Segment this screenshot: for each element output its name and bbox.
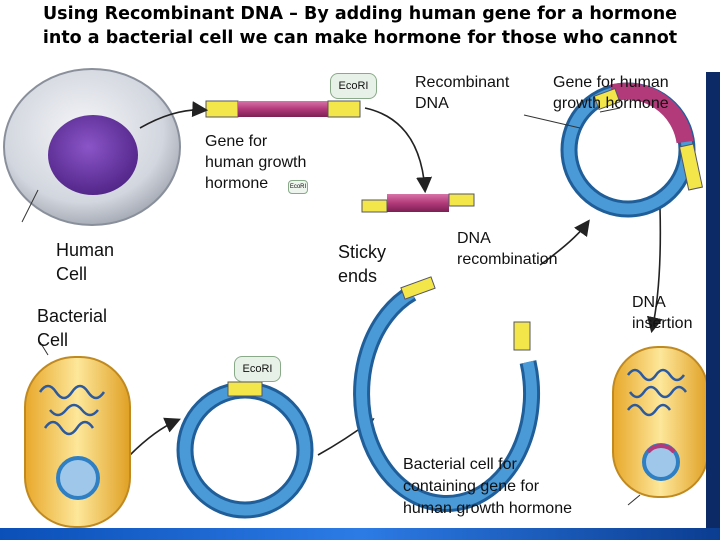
label-dna-insertion: DNA insertion [632, 294, 693, 332]
arrow-insertion [646, 207, 663, 334]
gene-strand-cut [361, 193, 475, 213]
label-bacterial-cell: Bacterial Cell [37, 306, 108, 350]
arrow-recombination [539, 219, 590, 266]
leader-bacterial [39, 341, 49, 356]
bacterial-plasmid [56, 456, 100, 500]
slide-footer-bar [0, 528, 720, 540]
human-cell [3, 68, 181, 226]
bacterial-cell-result [612, 346, 709, 498]
ecori-tag-top: EcoRI [330, 73, 377, 99]
title-line-2: into a bacterial cell we can make hormon… [42, 28, 678, 48]
ecori-label: EcoRI [338, 80, 369, 92]
title-line-1: Using Recombinant DNA – By adding human … [42, 4, 678, 24]
label-bacterial-cell-result: Bacterial cell for containing gene for h… [403, 456, 572, 517]
nucleus [48, 115, 138, 195]
ecori-tag-bottom: EcoRI [234, 356, 281, 382]
plasmid [176, 381, 314, 519]
label-human-cell: Human Cell [56, 240, 115, 284]
label-recombinant-dna: Recombinant DNA [415, 74, 510, 112]
arrow-gene-to-cut [364, 107, 433, 194]
open-plasmid [353, 276, 541, 512]
leader-gene-top [599, 107, 621, 113]
human-cell-leader-line [21, 189, 39, 223]
result-chromosome [626, 368, 688, 417]
label-gene-top: Gene for human growth hormone [553, 74, 669, 112]
label-sticky-ends: Sticky ends [338, 242, 387, 286]
bacterial-cell [24, 356, 131, 528]
ecori-tag-small: EcoRI [288, 180, 308, 194]
arrow-cell-to-gene [139, 101, 209, 129]
slide-sidebar [706, 72, 720, 540]
label-dna-recombination: DNA recombination [457, 230, 558, 268]
bacterial-chromosome [38, 384, 106, 436]
leader-result [627, 494, 641, 506]
ecori-label-bottom: EcoRI [242, 363, 273, 375]
page-title: Using Recombinant DNA – By adding human … [0, 2, 720, 50]
recombinant-plasmid [560, 82, 704, 218]
arrow-bacteria-to-plasmid [129, 417, 181, 456]
label-gene-mid: Gene for human growth hormone [205, 133, 307, 192]
leader-recombinant [523, 114, 581, 129]
ecori-label-small: EcoRI [289, 184, 307, 190]
gene-strand-top [205, 100, 361, 118]
